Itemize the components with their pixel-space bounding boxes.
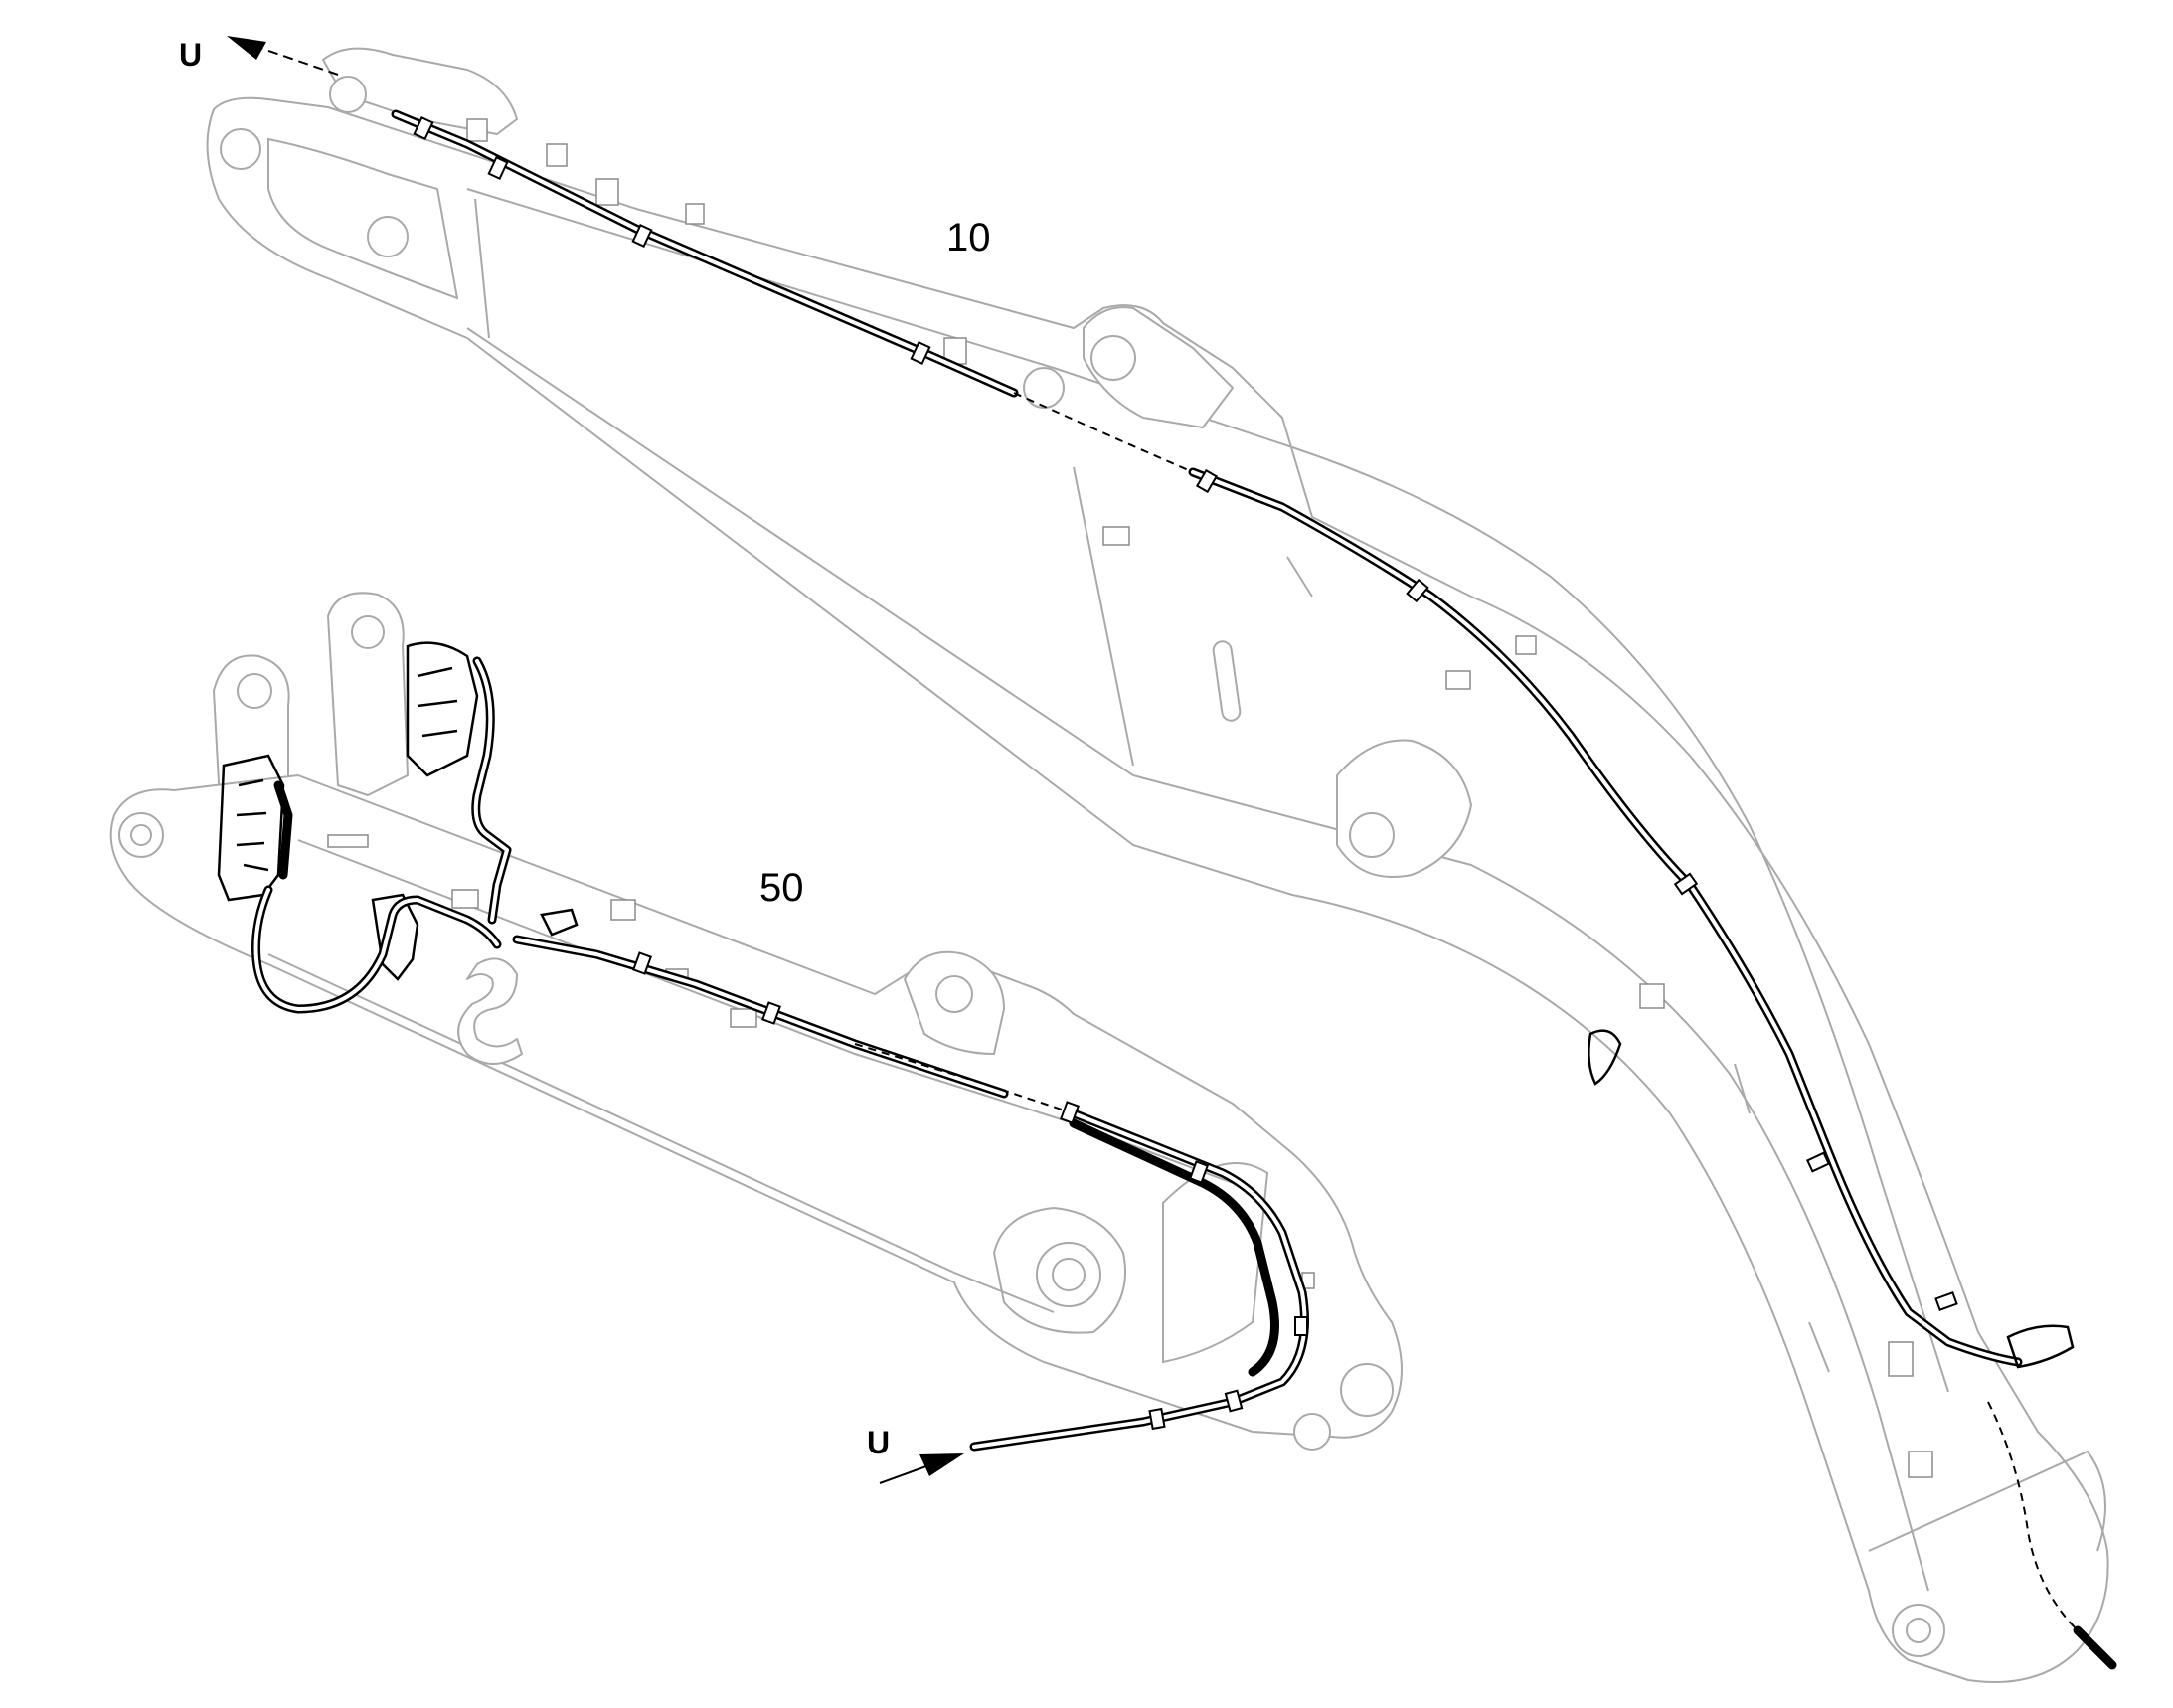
boom-hose-front-core — [394, 112, 1016, 395]
arm-lug-4 — [730, 1008, 757, 1028]
arm-right-upright-bore — [351, 615, 385, 649]
arm-clamp-7 — [1224, 1389, 1244, 1413]
arm-hose-rear-core — [972, 1111, 1307, 1449]
boom-pivot-bore — [220, 128, 261, 170]
boom-clamp-1 — [413, 115, 434, 141]
boom-top-lug-3 — [595, 178, 619, 206]
boom-hose-tail — [2073, 1625, 2117, 1670]
boom-clamp-9 — [1934, 1291, 1958, 1311]
arm-lug-1 — [327, 834, 369, 848]
boom-assembly — [206, 47, 2109, 1683]
boom-top-lug-1 — [466, 118, 488, 142]
boom-side-bore-inner — [1349, 812, 1395, 858]
arm-clamp-2 — [761, 1001, 781, 1025]
boom-clamp-7 — [1673, 872, 1699, 896]
arm-pivot-bore-inner — [130, 824, 152, 846]
arm-hose-loop-core — [253, 888, 499, 1011]
boom-clamp-6 — [1406, 578, 1429, 603]
arm-hose-left-vertical — [273, 780, 293, 880]
boom-lug-c — [1515, 635, 1537, 655]
boom-cable-clip — [1588, 1029, 1622, 1086]
arm-clamp-3 — [1060, 1101, 1080, 1124]
arm-valve-bracket-left — [217, 754, 285, 902]
arm-hose-lines — [251, 656, 1309, 1452]
boom-panel-line-1 — [474, 198, 490, 339]
arm-clamp-4 — [1189, 1160, 1209, 1184]
arm-valve-bracket-right-detail — [417, 666, 458, 738]
arm-clamp-1 — [632, 951, 652, 975]
boom-lug-d — [1639, 983, 1665, 1009]
boom-lug-f — [1908, 1451, 1933, 1478]
boom-panel-line-4 — [1734, 1063, 1751, 1114]
arm-assembly — [109, 592, 1403, 1451]
arm-body — [109, 774, 1403, 1439]
arm-hose-hidden-1 — [854, 1043, 1075, 1114]
boom-lug-e — [1888, 1341, 1914, 1377]
arm-direction-label: U — [867, 1425, 890, 1460]
boom-clamp-8 — [1805, 1151, 1831, 1173]
arm-hose-main-core — [515, 938, 1006, 1096]
arm-valve-bracket-left-detail — [236, 778, 269, 872]
arm-tail-lug-upper-bore — [935, 975, 973, 1013]
arm-right-upright — [327, 592, 409, 796]
boom-clamp-4 — [910, 340, 931, 366]
boom-clamp-5 — [1195, 468, 1219, 494]
boom-hose-line — [391, 109, 2117, 1670]
arm-tail-bore-2 — [1293, 1413, 1331, 1451]
arm-lug-2 — [451, 889, 479, 909]
arm-clamp-5 — [1294, 1316, 1308, 1336]
boom-direction-label: U — [179, 37, 202, 73]
boom-end-lug — [322, 47, 518, 135]
boom-top-lug-4 — [685, 203, 705, 225]
arm-hose-upper-loop-core — [473, 659, 509, 922]
boom-lug-a — [1102, 526, 1130, 546]
boom-cylinder-plate — [367, 216, 409, 257]
boom-tip-end — [1868, 1450, 2106, 1552]
boom-clamp-3 — [631, 223, 653, 249]
arm-left-upright-bore — [237, 673, 272, 709]
boom-top-web — [466, 188, 1949, 1393]
boom-panel-line-3 — [1286, 556, 1313, 598]
boom-direction-arrow: U — [179, 36, 339, 76]
boom-lower-edge — [466, 327, 1929, 1592]
arm-tail-bore-1 — [1340, 1363, 1394, 1417]
boom-lug-b — [1445, 670, 1471, 690]
arm-center-bore-inner — [1052, 1258, 1086, 1291]
boom-mid-bracket-hole — [1023, 367, 1065, 409]
arm-direction-arrow: U — [867, 1425, 964, 1484]
boom-panel-line-5 — [1808, 1321, 1830, 1373]
boom-clamp-2 — [487, 155, 509, 181]
boom-top-lug-2 — [546, 143, 568, 167]
boom-panel-line-2 — [1073, 466, 1134, 767]
boom-mid-bracket-bore — [1090, 335, 1136, 381]
arm-valve-bracket-right — [406, 641, 479, 777]
arm-callout: 50 — [759, 866, 804, 910]
boom-callout: 10 — [946, 216, 991, 259]
boom-slot — [1212, 640, 1242, 722]
boom-end-fitting-bracket — [2006, 1324, 2075, 1369]
arm-fitting-bracket — [540, 908, 579, 937]
boom-tip-bore-inner — [1906, 1618, 1931, 1643]
boom-hose-rear-core — [1191, 470, 2020, 1364]
arm-clamp-6 — [1148, 1407, 1166, 1431]
arm-hose-second-line — [1069, 1118, 1279, 1377]
arm-lug-3 — [610, 899, 636, 921]
boom-lug-bore — [329, 76, 367, 113]
arm-brackets — [217, 641, 579, 981]
boom-inner-recess — [267, 137, 459, 300]
boom-body — [206, 96, 2109, 1683]
arm-inner-panel — [992, 1206, 1126, 1334]
arm-s-bracket — [457, 957, 523, 1065]
boom-hose-hidden-2 — [1987, 1401, 2079, 1631]
